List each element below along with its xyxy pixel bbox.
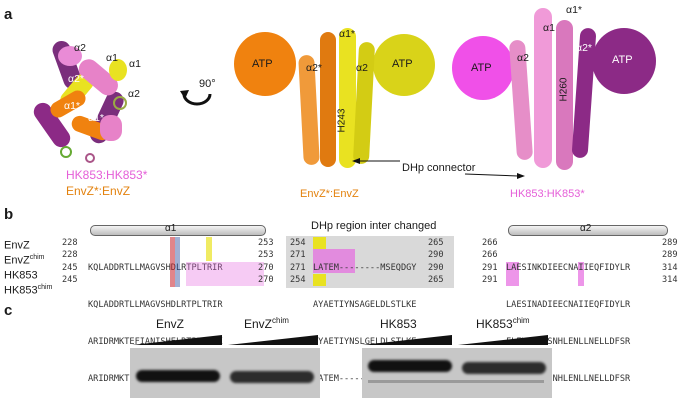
- mid-caption: EnvZ*:EnvZ: [300, 188, 359, 200]
- connector-arrows: [352, 158, 525, 179]
- label-right-a1: α1: [543, 22, 555, 34]
- alpha1-label: α1: [165, 223, 177, 234]
- label-a1-a: α1: [106, 52, 118, 64]
- label-h260: H260: [558, 77, 570, 102]
- label-mid-a1s: α1*: [339, 28, 355, 40]
- helix-mid-2: [320, 32, 336, 167]
- blot-label-envz: EnvZ: [156, 317, 185, 331]
- seq-name: HK853: [4, 269, 38, 282]
- helix-right-3: [556, 20, 573, 170]
- panel-label-a: a: [4, 6, 13, 23]
- helix-mid-4: [352, 41, 376, 165]
- label-right-a2s: α2*: [576, 42, 592, 54]
- atp-label-mid-left: ATP: [252, 58, 273, 70]
- label-a1s-b: α1*: [88, 112, 104, 124]
- seq-row: AYAETIYNSLGELDLSTLKE: [313, 337, 417, 348]
- highlight-mag-block3: [506, 262, 519, 286]
- concentration-wedges: [132, 335, 548, 345]
- dhp-region-title: DHp region inter changed: [311, 220, 437, 232]
- seq-row: FLEVIIDQSNHLENLLNELLDFSR: [506, 374, 631, 385]
- label-right-a2: α2: [517, 52, 529, 64]
- seq-name: HK853chim: [4, 284, 53, 297]
- highlight-mag-block1: [186, 262, 264, 286]
- blot-label-envz-chim: EnvZchim: [244, 316, 289, 331]
- alpha2-label: α2: [580, 223, 592, 234]
- atp-envz-star: [234, 32, 296, 96]
- atp-hk853-star: [592, 28, 656, 94]
- seq-row: LAESINADIEECNAIIEQFIDYLR: [506, 300, 631, 311]
- sequence-names: EnvZ EnvZchim HK853 HK853chim: [4, 237, 52, 297]
- atp-hk853: [452, 36, 514, 100]
- atp-label-right-left: ATP: [471, 62, 492, 74]
- helix-mid-3: [339, 28, 356, 168]
- label-right-a1s: α1*: [566, 4, 582, 16]
- alpha2-helix-bar: [508, 225, 668, 236]
- label-h243: H243: [336, 108, 348, 133]
- highlight-h-column: [170, 237, 175, 287]
- rotation-arrow-icon: [180, 90, 212, 106]
- panel-label-c: c: [4, 302, 13, 319]
- seq-row: AYAETIYNSAGELDLSTLKE: [313, 300, 417, 311]
- top-view-structure: [33, 40, 127, 163]
- gel-envz: [130, 348, 320, 398]
- label-a2-mid: α2: [128, 88, 140, 100]
- atp-envz: [373, 34, 435, 96]
- label-a2s-b: α2*: [120, 110, 136, 122]
- right-caption: HK853:HK853*: [510, 188, 585, 200]
- highlight-mag-block2: [313, 249, 355, 273]
- label-a1-b: α1: [129, 58, 141, 70]
- blot-label-hk853: HK853: [380, 317, 417, 331]
- label-a2s: α2*: [68, 73, 84, 85]
- seq-row: ARIDRMKTEFIANISHELRTPLTAIK: [88, 337, 223, 348]
- left-caption-envz: EnvZ*:EnvZ: [66, 184, 131, 198]
- seq-row: LATEM--------MSEQDGY: [313, 262, 417, 273]
- alpha1-helix-bar: [90, 225, 266, 236]
- highlight-yel-block2: [313, 237, 326, 249]
- rotation-label: 90°: [199, 78, 216, 90]
- helix-right-2: [534, 8, 552, 168]
- seq-row: FLEVIIDQSNHLENLLNELLDFSR: [506, 337, 631, 348]
- label-a2-top: α2: [74, 42, 86, 54]
- blot-label-hk853-chim: HK853chim: [476, 316, 530, 331]
- highlight-yel-block2b: [313, 274, 326, 286]
- label-a1s: α1*: [64, 100, 80, 112]
- panel-label-b: b: [4, 206, 14, 223]
- seq-row: KQLADDRTLLMAGVSHDLRTPLTRIR: [88, 300, 223, 311]
- left-caption-hk853: HK853:HK853*: [66, 168, 148, 182]
- seq-row: KQLADDRTLLMAGVSHDLRTPLTRIR: [88, 262, 223, 273]
- seq-name: EnvZchim: [4, 254, 45, 267]
- dhp-connector-label: DHp connector: [402, 162, 476, 174]
- label-mid-a2: α2: [356, 62, 368, 74]
- seq-name: EnvZ: [4, 239, 30, 252]
- highlight-yel-block1: [206, 237, 212, 261]
- label-mid-a2s: α2*: [306, 62, 322, 74]
- highlight-d-column: [175, 237, 180, 287]
- seq-row: LAESINKDIEECNAIIEQFIDYLR: [506, 262, 631, 273]
- atp-label-right-right: ATP: [612, 54, 633, 66]
- gel-hk853: [362, 348, 552, 398]
- highlight-mag-block3b: [578, 262, 584, 286]
- atp-label-mid-right: ATP: [392, 58, 413, 70]
- seq-block-alpha2: LAESINKDIEECNAIIEQFIDYLR LAESINADIEECNAI…: [506, 237, 630, 398]
